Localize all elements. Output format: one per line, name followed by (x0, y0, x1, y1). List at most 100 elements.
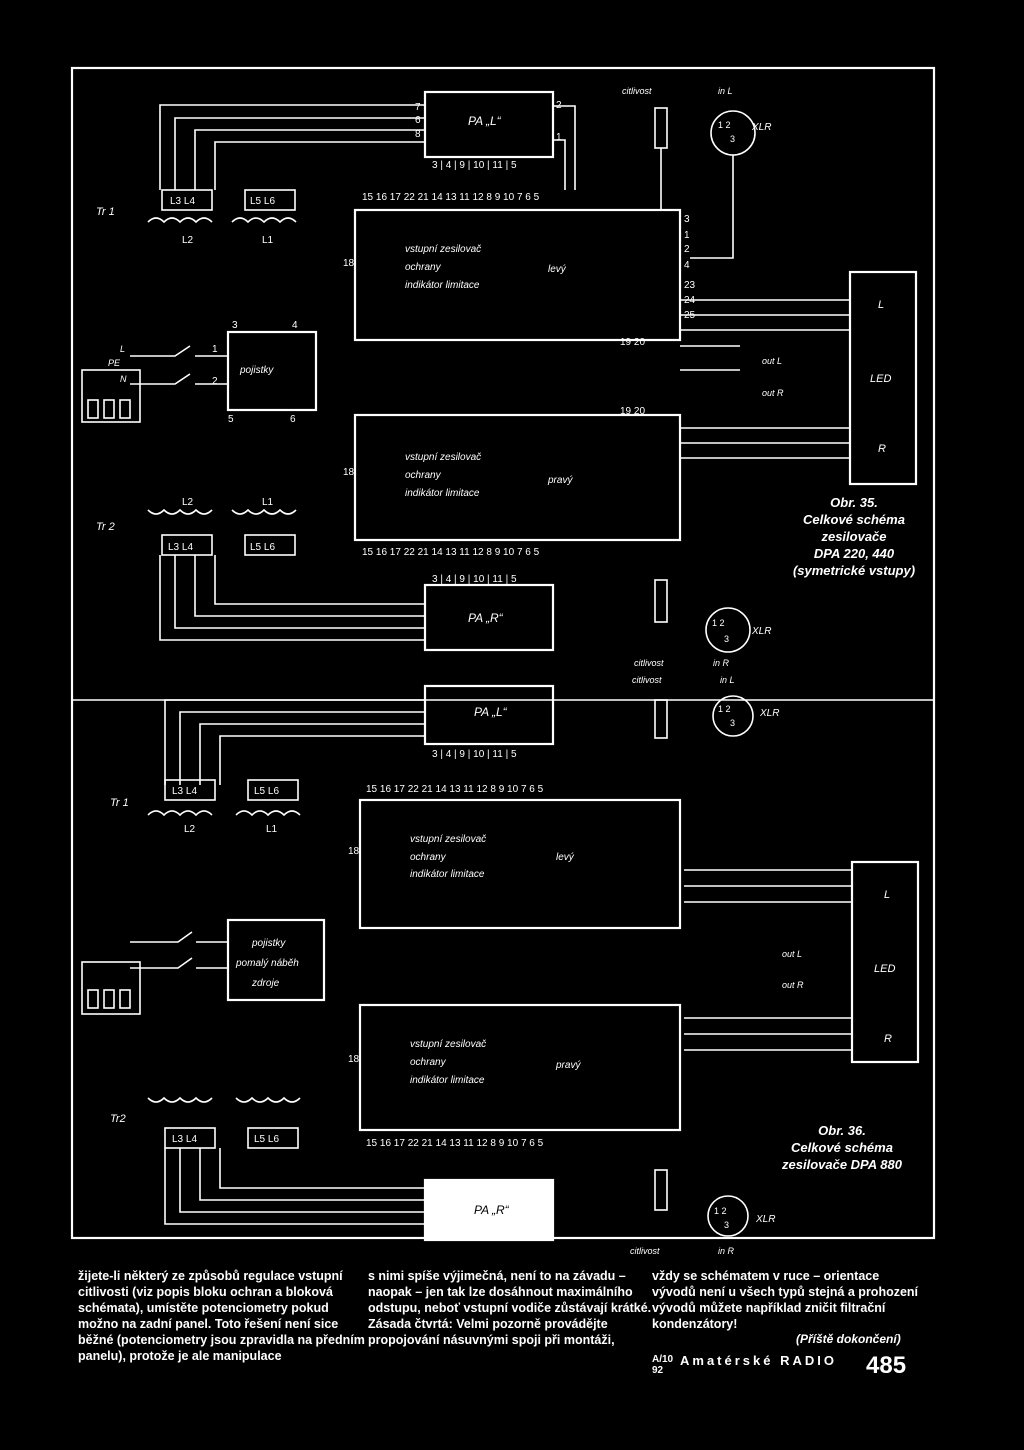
svg-text:L5 L6: L5 L6 (254, 786, 279, 797)
svg-text:2: 2 (684, 244, 690, 255)
caption-figure-35: Obr. 35. Celkové schéma zesilovače DPA 2… (792, 495, 916, 578)
svg-text:out L: out L (762, 356, 782, 366)
caption-figure-36: Obr. 36. Celkové schéma zesilovače DPA 8… (782, 1123, 902, 1172)
svg-text:L: L (884, 889, 890, 901)
svg-text:15 16 17 22 21 14 13 11 12: 15 16 17 22 21 14 13 11 12 8 9 10 7 6 5 (366, 784, 544, 795)
svg-text:23: 23 (684, 280, 696, 291)
fuses-box-36 (226, 918, 326, 1002)
svg-text:in R: in R (718, 1246, 735, 1256)
svg-text:out L: out L (782, 949, 802, 959)
svg-text:3: 3 (724, 1220, 729, 1230)
svg-text:18: 18 (348, 846, 360, 857)
svg-text:pravý: pravý (555, 1060, 581, 1071)
svg-text:N: N (120, 374, 127, 384)
svg-text:1: 1 (684, 230, 690, 241)
svg-text:ochrany: ochrany (405, 470, 442, 481)
svg-text:15 16 17 22 21 14 13 11 12: 15 16 17 22 21 14 13 11 12 8 9 10 7 6 5 (362, 547, 540, 558)
svg-text:in L: in L (720, 675, 735, 685)
svg-text:LED: LED (870, 373, 891, 385)
svg-text:3 | 4 | 9 | 10 | 11 | 5: 3 | 4 | 9 | 10 | 11 | 5 (432, 574, 517, 585)
article-column-2: s nimi spíše výjimečná, není to na závad… (368, 1269, 652, 1347)
svg-text:Tr2: Tr2 (110, 1113, 126, 1125)
svg-text:8: 8 (415, 129, 421, 140)
pa-left-label: PA „L“ (468, 114, 502, 128)
svg-text:4: 4 (684, 260, 690, 271)
article-column-3: vždy se schématem v ruce – orientace výv… (652, 1269, 919, 1331)
svg-text:L5 L6: L5 L6 (254, 1134, 279, 1145)
svg-text:19 20: 19 20 (620, 406, 645, 417)
svg-text:L5 L6: L5 L6 (250, 542, 275, 553)
svg-text:indikátor limitace: indikátor limitace (405, 280, 480, 291)
svg-text:1: 1 (212, 344, 218, 355)
svg-text:L2: L2 (182, 235, 194, 246)
svg-text:3 | 4 | 9 | 10 | 11 | 5: 3 | 4 | 9 | 10 | 11 | 5 (432, 749, 517, 760)
svg-text:4: 4 (292, 320, 298, 331)
svg-text:R: R (884, 1033, 892, 1045)
continued-note: (Příště dokončení) (796, 1332, 901, 1346)
svg-text:citlivost: citlivost (632, 675, 662, 685)
svg-text:L2: L2 (184, 824, 196, 835)
svg-text:PE: PE (108, 358, 121, 368)
svg-text:L3 L4: L3 L4 (172, 786, 197, 797)
svg-text:1: 1 (556, 132, 562, 143)
svg-text:ochrany: ochrany (410, 1057, 447, 1068)
svg-text:2: 2 (212, 376, 218, 387)
article-column-1: žijete-li některý ze způsobů regulace vs… (78, 1269, 365, 1363)
svg-text:pojistky: pojistky (239, 365, 274, 376)
svg-text:3: 3 (730, 134, 735, 144)
svg-text:1 2: 1 2 (712, 618, 725, 628)
pa-right-label: PA „R“ (468, 611, 504, 625)
svg-text:3: 3 (724, 634, 729, 644)
svg-text:18: 18 (343, 258, 355, 269)
svg-text:3: 3 (232, 320, 238, 331)
svg-text:L: L (878, 299, 884, 311)
svg-text:L1: L1 (266, 824, 278, 835)
svg-text:Tr 2: Tr 2 (96, 521, 115, 533)
svg-text:18: 18 (343, 467, 355, 478)
xlr-connector-l (710, 110, 756, 156)
svg-text:citlivost: citlivost (630, 1246, 660, 1256)
svg-text:15 16 17 22 21 14 13 11 12: 15 16 17 22 21 14 13 11 12 8 9 10 7 6 5 (362, 192, 540, 203)
xlr-connector-r (705, 607, 751, 653)
svg-text:vstupní zesilovač: vstupní zesilovač (405, 452, 481, 463)
svg-text:Tr 1: Tr 1 (96, 206, 115, 218)
svg-text:19 20: 19 20 (620, 337, 645, 348)
svg-text:pomalý náběh: pomalý náběh (235, 958, 299, 969)
svg-text:LED: LED (874, 963, 895, 975)
svg-text:18: 18 (348, 1054, 360, 1065)
svg-text:L1: L1 (262, 235, 274, 246)
svg-text:Tr 1: Tr 1 (110, 797, 129, 809)
svg-text:3: 3 (684, 214, 690, 225)
svg-text:vstupní zesilovač: vstupní zesilovač (405, 244, 481, 255)
svg-text:pojistky: pojistky (251, 938, 286, 949)
svg-text:out R: out R (762, 388, 784, 398)
svg-text:indikátor limitace: indikátor limitace (410, 869, 485, 880)
figure-frame (70, 66, 936, 1240)
svg-text:zdroje: zdroje (251, 978, 280, 989)
svg-text:L3 L4: L3 L4 (170, 196, 195, 207)
block-right (353, 413, 682, 542)
svg-text:7: 7 (415, 102, 421, 113)
pa-right-box (423, 583, 555, 652)
svg-text:5: 5 (228, 414, 234, 425)
page-number: 485 (866, 1352, 907, 1379)
svg-text:XLR: XLR (755, 1214, 775, 1225)
svg-text:3: 3 (730, 718, 735, 728)
svg-text:PA „R“: PA „R“ (474, 1203, 510, 1217)
svg-text:out R: out R (782, 980, 804, 990)
svg-text:levý: levý (548, 264, 567, 275)
svg-text:ochrany: ochrany (410, 852, 447, 863)
svg-text:L: L (120, 344, 125, 354)
svg-text:6: 6 (415, 115, 421, 126)
svg-text:3 | 4 | 9 | 10 | 11 | 5: 3 | 4 | 9 | 10 | 11 | 5 (432, 160, 517, 171)
svg-text:vstupní zesilovač: vstupní zesilovač (410, 1039, 486, 1050)
svg-text:15 16 17 22 21 14 13 11 12: 15 16 17 22 21 14 13 11 12 8 9 10 7 6 5 (366, 1138, 544, 1149)
fuses-box-35 (226, 330, 318, 412)
svg-text:1 2: 1 2 (714, 1206, 727, 1216)
svg-text:L2: L2 (182, 497, 194, 508)
figure-35: PA „L“ 768 21 3 | 4 | 9 | 10 | 11 | 5 15… (81, 86, 918, 668)
svg-text:1 2: 1 2 (718, 704, 731, 714)
svg-text:in L: in L (718, 86, 733, 96)
